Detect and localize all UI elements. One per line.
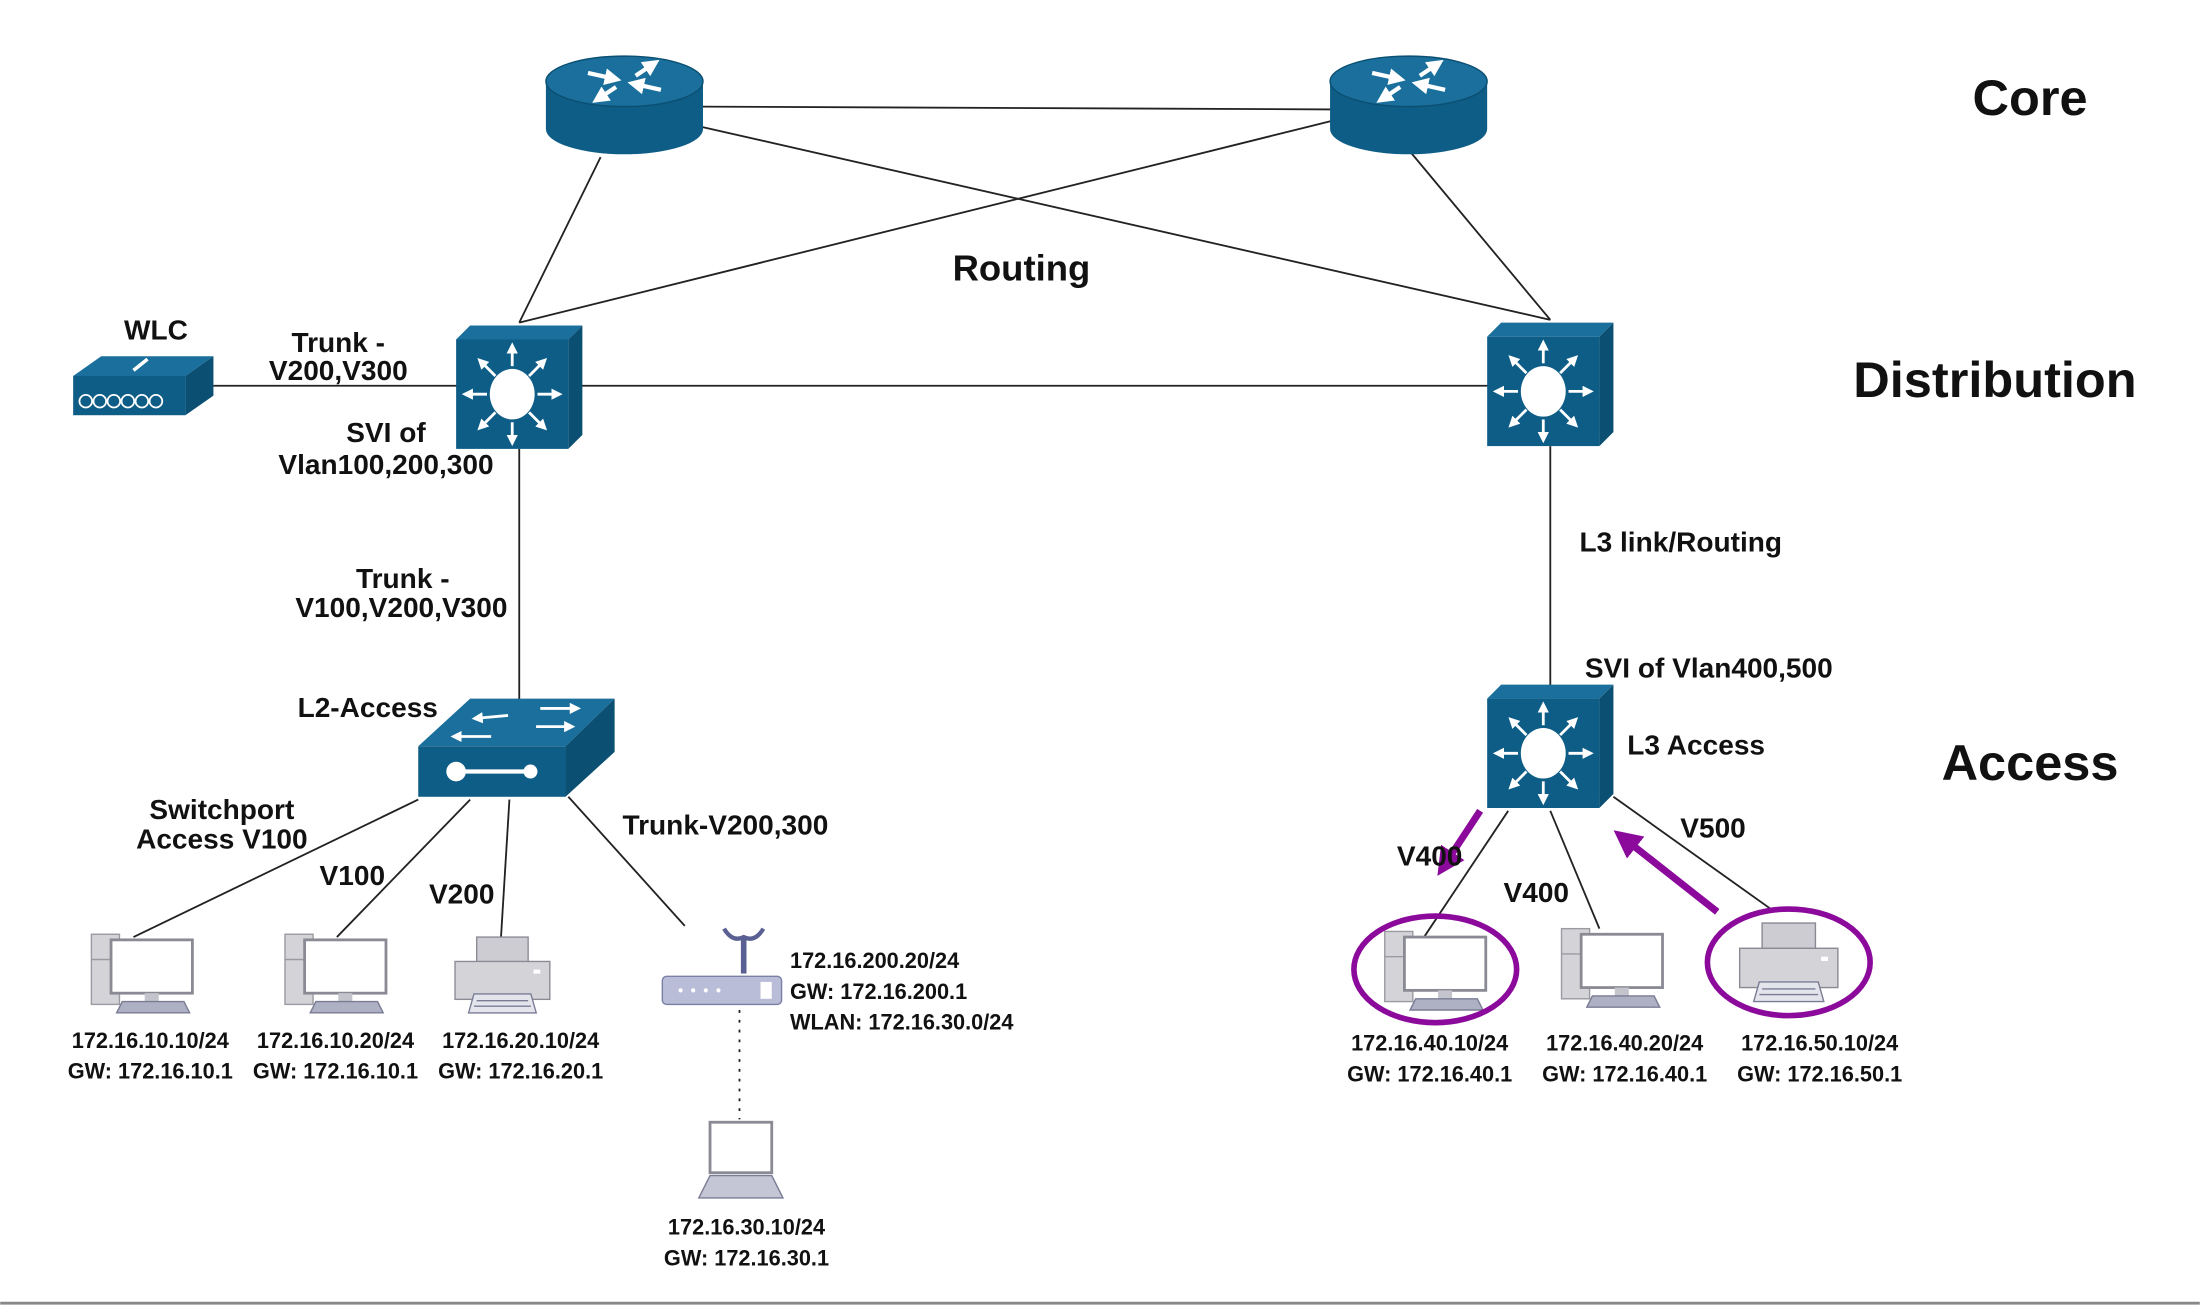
link-l2-pc1	[133, 798, 419, 938]
v400-label: V400	[1397, 841, 1463, 872]
link-core1-dist2	[698, 125, 1551, 321]
link-l3-pc2	[1549, 810, 1601, 929]
l3-link-label: L3 link/Routing	[1579, 526, 1782, 557]
svi-left-label: Vlan100,200,300	[278, 449, 493, 480]
host-ip: 172.16.10.10/24	[72, 1028, 229, 1053]
switchport-label: Switchport	[149, 794, 294, 825]
host-gateway: GW: 172.16.20.1	[438, 1059, 603, 1084]
link-l2-pc2	[336, 798, 471, 938]
host-ip: 172.16.20.10/24	[442, 1028, 599, 1053]
v500-label: V500	[1680, 812, 1746, 843]
distribution-switch-left-icon[interactable]	[456, 325, 582, 448]
pc-icon[interactable]	[1560, 927, 1664, 1009]
host-gateway: GW: 172.16.50.1	[1737, 1062, 1902, 1087]
v400-label: V400	[1504, 877, 1570, 908]
ap-ip: 172.16.200.20/24	[790, 948, 959, 973]
wlc-icon[interactable]	[73, 356, 214, 416]
highlight-annotations	[1351, 808, 1873, 1026]
tier-label-core: Core	[1973, 69, 2088, 126]
ap-wlan: WLAN: 172.16.30.0/24	[790, 1010, 1014, 1035]
printer-icon[interactable]	[1738, 922, 1839, 1003]
trunk-down-label: V100,V200,V300	[295, 592, 507, 623]
wlc-label: WLC	[124, 314, 188, 345]
l3-access-switch-icon[interactable]	[1487, 685, 1613, 808]
link-l3-printer	[1612, 796, 1776, 913]
trunk-wlc-label: V200,V300	[269, 355, 408, 386]
links	[133, 105, 1776, 1120]
l2-access-label: L2-Access	[298, 692, 438, 723]
host-gateway: GW: 172.16.10.1	[68, 1059, 233, 1084]
ap-gateway: GW: 172.16.200.1	[790, 979, 967, 1004]
link-core2-dist2	[1409, 150, 1551, 321]
v200-label: V200	[429, 878, 495, 909]
link-l2-ap	[567, 796, 686, 927]
l3-access-label: L3 Access	[1627, 730, 1765, 761]
arrow-icon	[1613, 830, 1720, 915]
core-router-left-icon[interactable]	[546, 56, 703, 154]
host-ip: 172.16.40.10/24	[1351, 1031, 1508, 1056]
tier-label-access: Access	[1942, 734, 2119, 791]
switchport-label: Access V100	[136, 824, 308, 855]
host-gateway: GW: 172.16.10.1	[253, 1059, 418, 1084]
pc-icon[interactable]	[89, 932, 194, 1015]
access-point-icon[interactable]	[661, 927, 783, 1006]
link-core2-dist1	[519, 119, 1334, 324]
host-gateway: GW: 172.16.40.1	[1347, 1062, 1512, 1087]
pc-icon[interactable]	[283, 932, 388, 1015]
tier-label-distribution: Distribution	[1853, 351, 2136, 408]
printer-icon[interactable]	[454, 936, 551, 1014]
host-ip: 172.16.50.10/24	[1741, 1031, 1898, 1056]
link-core-core	[698, 105, 1333, 111]
trunk-down-label: Trunk -	[356, 563, 450, 594]
routing-label: Routing	[953, 248, 1091, 289]
host-ip: 172.16.40.20/24	[1546, 1031, 1703, 1056]
highlight-circle	[1351, 913, 1520, 1026]
trunk-wlc-label: Trunk -	[292, 327, 385, 358]
highlight-circle	[1704, 906, 1873, 1019]
host-ip: 172.16.30.10/24	[668, 1214, 825, 1239]
svi-left-label: SVI of	[346, 417, 426, 448]
core-router-right-icon[interactable]	[1330, 56, 1487, 154]
distribution-switch-right-icon[interactable]	[1487, 323, 1613, 446]
host-gateway: GW: 172.16.40.1	[1542, 1062, 1707, 1087]
svi-right-label: SVI of Vlan400,500	[1585, 653, 1833, 684]
link-l2-printer	[500, 799, 511, 938]
arrow-icon	[1437, 808, 1484, 876]
link-core1-dist1	[518, 156, 602, 324]
laptop-icon[interactable]	[697, 1120, 785, 1200]
pc-icon[interactable]	[1383, 930, 1488, 1012]
v100-label: V100	[320, 860, 386, 891]
host-gateway: GW: 172.16.30.1	[664, 1245, 829, 1270]
l2-access-switch-icon[interactable]	[418, 698, 615, 797]
host-ip: 172.16.10.20/24	[257, 1028, 414, 1053]
trunk-ap-label: Trunk-V200,300	[623, 810, 829, 841]
